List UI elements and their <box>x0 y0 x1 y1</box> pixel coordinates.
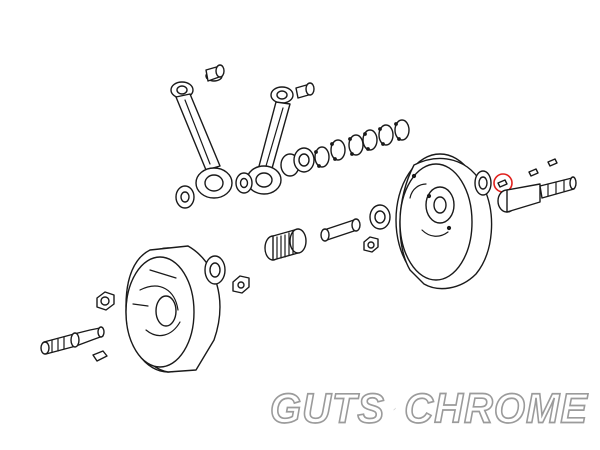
connecting-rod-left <box>170 81 233 199</box>
nut-part <box>363 236 379 253</box>
roller-set <box>314 119 410 168</box>
woodruff-key <box>92 350 108 362</box>
spacer-washer <box>369 204 391 230</box>
small-bushing-part <box>205 64 225 82</box>
flywheel-washer <box>204 255 226 285</box>
crank-pin <box>320 218 361 242</box>
watermark-word-left: GUTS <box>269 385 386 433</box>
flywheel-nut <box>232 275 250 294</box>
connecting-rod-right <box>246 86 294 195</box>
brand-watermark: GUTS CHROME <box>269 384 588 434</box>
feather-icon <box>393 407 396 411</box>
bushing-part <box>295 82 315 99</box>
small-keys <box>528 158 558 177</box>
watermark-word-right: CHROME <box>403 385 588 433</box>
thrust-washer <box>235 172 253 194</box>
flywheel-right <box>395 153 493 290</box>
shaft-washer <box>474 170 492 196</box>
flywheel-left <box>125 245 221 373</box>
thrust-washer <box>175 185 195 209</box>
mainshaft-right <box>497 176 577 213</box>
mainshaft-left <box>40 326 105 355</box>
shaft-nut <box>96 291 115 311</box>
roller-bearing-cage <box>280 147 315 177</box>
main-roller-bearing <box>264 228 307 261</box>
